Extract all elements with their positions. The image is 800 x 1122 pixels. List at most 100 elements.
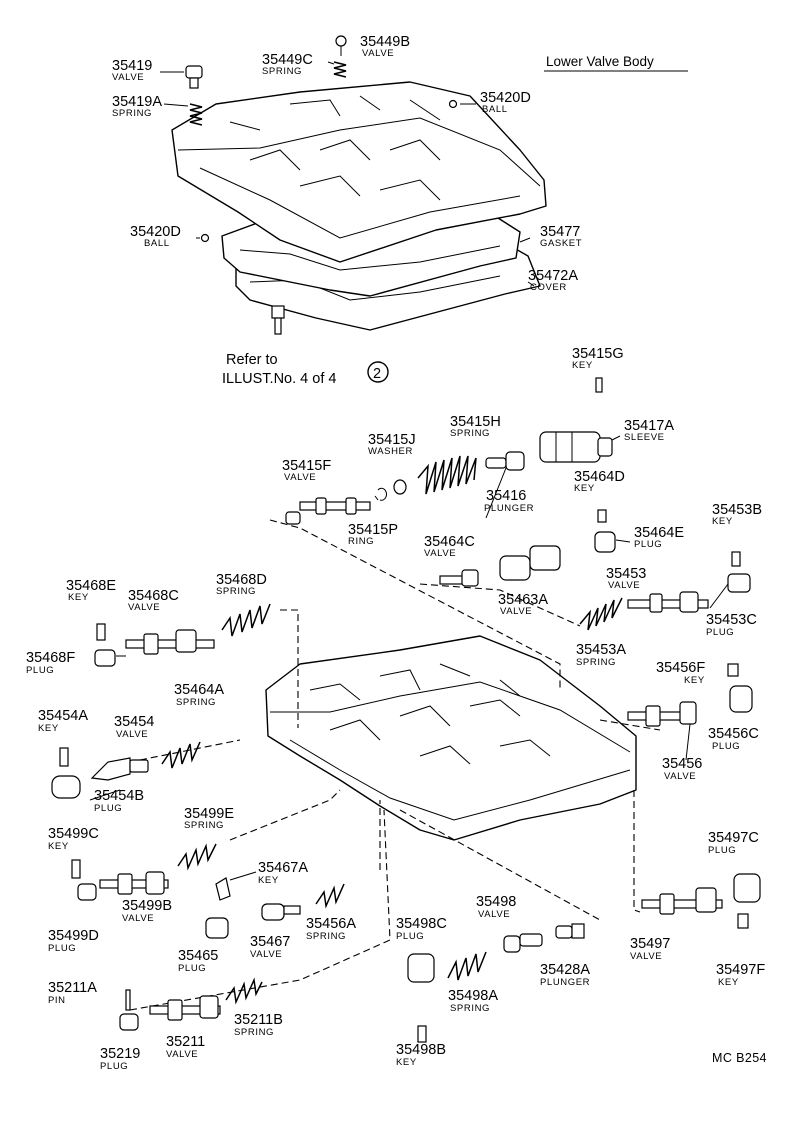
key-35497F-shape bbox=[737, 913, 749, 929]
spring-35419A-shape bbox=[189, 103, 203, 126]
valve-35415F-shape bbox=[285, 497, 371, 525]
valve-body-upper-passages bbox=[229, 95, 441, 201]
valve-body-lower-bottom bbox=[289, 739, 631, 821]
svg-text:35497: 35497 bbox=[630, 936, 670, 952]
svg-text:35420D: 35420D bbox=[130, 224, 181, 240]
guide-line-upper-valve bbox=[269, 519, 561, 690]
svg-text:35456: 35456 bbox=[662, 756, 702, 772]
svg-text:35419: 35419 bbox=[112, 58, 152, 74]
ball-35420D-left-shape bbox=[200, 233, 210, 243]
svg-text:35211B: 35211B bbox=[234, 1012, 283, 1028]
svg-text:SPRING: SPRING bbox=[450, 1003, 490, 1014]
svg-text:35211: 35211 bbox=[166, 1034, 205, 1050]
valve-35499B-shape bbox=[99, 871, 169, 895]
svg-text:SPRING: SPRING bbox=[176, 697, 216, 708]
svg-text:KEY: KEY bbox=[684, 675, 705, 686]
svg-text:35454A: 35454A bbox=[38, 708, 88, 724]
guide-line-35456 bbox=[599, 719, 661, 731]
svg-text:35465: 35465 bbox=[178, 948, 218, 964]
svg-text:35456A: 35456A bbox=[306, 916, 356, 932]
svg-text:35449C: 35449C bbox=[262, 52, 313, 68]
leader-lines bbox=[89, 61, 729, 881]
svg-text:VALVE: VALVE bbox=[478, 909, 510, 920]
key-35498B-shape bbox=[417, 1025, 427, 1043]
spring-35415H-shape bbox=[417, 455, 477, 495]
ring-35415P-shape bbox=[377, 487, 387, 501]
svg-text:35498C: 35498C bbox=[396, 916, 447, 932]
svg-text:35464E: 35464E bbox=[634, 525, 684, 541]
spring-35456A-shape bbox=[315, 883, 345, 909]
key-35456F-shape bbox=[727, 663, 739, 677]
svg-text:SPRING: SPRING bbox=[234, 1027, 274, 1038]
key-35464D-shape bbox=[597, 509, 607, 523]
svg-text:35449B: 35449B bbox=[360, 34, 410, 50]
svg-text:SPRING: SPRING bbox=[576, 657, 616, 668]
valve-35453-shape bbox=[627, 591, 709, 613]
svg-text:35497C: 35497C bbox=[708, 830, 759, 846]
svg-text:PLUG: PLUG bbox=[712, 741, 740, 752]
gasket-detail bbox=[239, 245, 501, 271]
svg-text:35415F: 35415F bbox=[282, 458, 331, 474]
plug-35464E-shape bbox=[594, 531, 616, 553]
svg-text:35497F: 35497F bbox=[716, 962, 765, 978]
valve-body-upper-edge bbox=[177, 117, 541, 187]
svg-text:35419A: 35419A bbox=[112, 94, 162, 110]
svg-text:VALVE: VALVE bbox=[166, 1049, 198, 1060]
valve-body-upper bbox=[171, 81, 547, 263]
valve-35456-shape bbox=[627, 701, 697, 727]
key-35454A-shape bbox=[59, 747, 69, 767]
svg-text:PLUG: PLUG bbox=[48, 943, 76, 954]
svg-text:35420D: 35420D bbox=[480, 90, 531, 106]
svg-text:VALVE: VALVE bbox=[362, 48, 394, 59]
key-35453B-shape bbox=[731, 551, 741, 567]
refer-line2: ILLUST.No. 4 of 4 bbox=[222, 371, 336, 387]
svg-text:35498B: 35498B bbox=[396, 1042, 446, 1058]
svg-text:35415G: 35415G bbox=[572, 346, 624, 362]
svg-text:35453A: 35453A bbox=[576, 642, 626, 658]
svg-text:35499C: 35499C bbox=[48, 826, 99, 842]
svg-text:VALVE: VALVE bbox=[122, 913, 154, 924]
svg-text:35211A: 35211A bbox=[48, 980, 97, 996]
plug-35497C-shape bbox=[733, 873, 761, 903]
valve-35449B-shape bbox=[335, 35, 347, 56]
plunger-35416-shape bbox=[485, 451, 525, 471]
spring-35468D-shape bbox=[221, 603, 271, 637]
svg-text:PLUG: PLUG bbox=[100, 1061, 128, 1072]
svg-text:35498A: 35498A bbox=[448, 988, 498, 1004]
spring-35464A-shape bbox=[161, 741, 201, 769]
guide-line-35498 bbox=[399, 809, 601, 921]
svg-text:VALVE: VALVE bbox=[128, 602, 160, 613]
svg-text:VALVE: VALVE bbox=[608, 580, 640, 591]
svg-text:PLUG: PLUG bbox=[178, 963, 206, 974]
svg-text:35467A: 35467A bbox=[258, 860, 308, 876]
svg-text:COVER: COVER bbox=[530, 282, 567, 293]
valve-35468C-shape bbox=[125, 629, 215, 655]
svg-text:35499E: 35499E bbox=[184, 806, 234, 822]
ball-35420D-top-shape bbox=[448, 99, 458, 109]
valve-35463A-shape bbox=[499, 545, 561, 581]
spring-35498A-shape bbox=[447, 951, 487, 981]
